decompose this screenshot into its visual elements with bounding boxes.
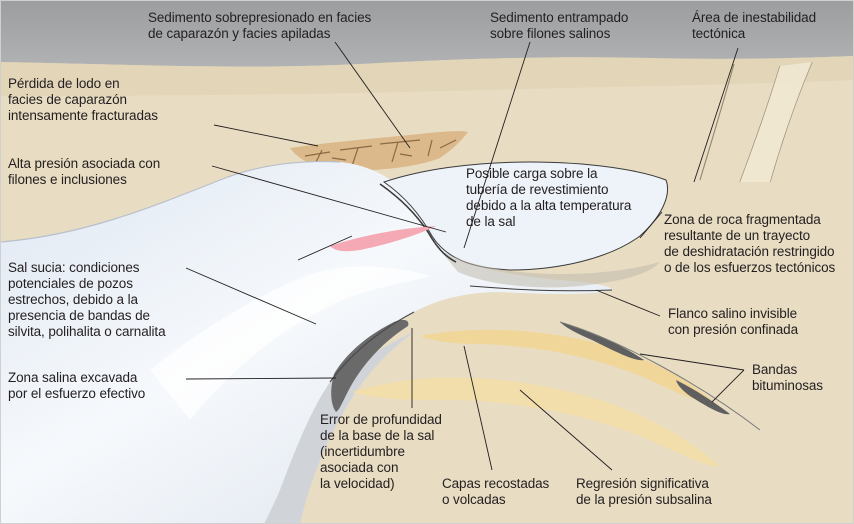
label-zona-roca: Zona de roca fragmentada resultante de u… (664, 212, 836, 275)
label-sedimento-sobrepresionado: Sedimento sobrepresionado en facies de c… (148, 10, 372, 41)
label-sal-sucia: Sal sucia: condiciones potenciales de po… (8, 260, 166, 339)
label-zona-salina: Zona salina excavada por el esfuerzo efe… (8, 370, 146, 401)
salt-tongue (382, 161, 668, 271)
label-posible-carga: Posible carga sobre la tubería de revest… (466, 166, 632, 229)
sky-band (0, 0, 854, 70)
bitumen-trace (559, 321, 761, 431)
label-regresion: Regresión significativa de la presión su… (576, 476, 712, 507)
excavated-zone (331, 319, 409, 412)
label-perdida-lodo: Pérdida de lodo en facies de caparazón i… (8, 76, 158, 123)
label-error-profundidad: Error de profundidad de la base de la sa… (320, 412, 442, 491)
salt-base-edge (329, 311, 415, 383)
label-flanco-salino: Flanco salino invisible con presión conf… (668, 306, 798, 337)
invisible-flank (469, 285, 613, 292)
label-capas-recostadas: Capas recostadas o volcadas (442, 476, 550, 507)
label-sedimento-entrampado: Sedimento entrampado sobre filones salin… (490, 10, 629, 41)
bitumen-band-1 (560, 322, 644, 361)
sand-band-upper (420, 329, 712, 401)
high-pressure-lens (330, 226, 436, 252)
bitumen-band-2 (676, 380, 730, 415)
label-area-inestabilidad: Área de inestabilidad tectónica (692, 10, 816, 41)
salt-shadow (264, 332, 414, 524)
carapace-facies (290, 131, 468, 171)
salt-upper-edge (0, 160, 341, 243)
rubble-zone (440, 250, 660, 288)
carapace-fractures (304, 139, 457, 167)
label-alta-presion: Alta presión asociada con filones e incl… (8, 156, 161, 187)
salt-flank-edge (379, 183, 457, 263)
salt-body (0, 161, 612, 524)
sand-band-lower (352, 377, 720, 467)
salt-highlight (150, 266, 430, 420)
label-bandas: Bandas bituminosas (752, 362, 823, 393)
upper-sediment-strip (0, 56, 854, 96)
leader-lines (185, 41, 745, 471)
fault-wedge (740, 62, 812, 182)
